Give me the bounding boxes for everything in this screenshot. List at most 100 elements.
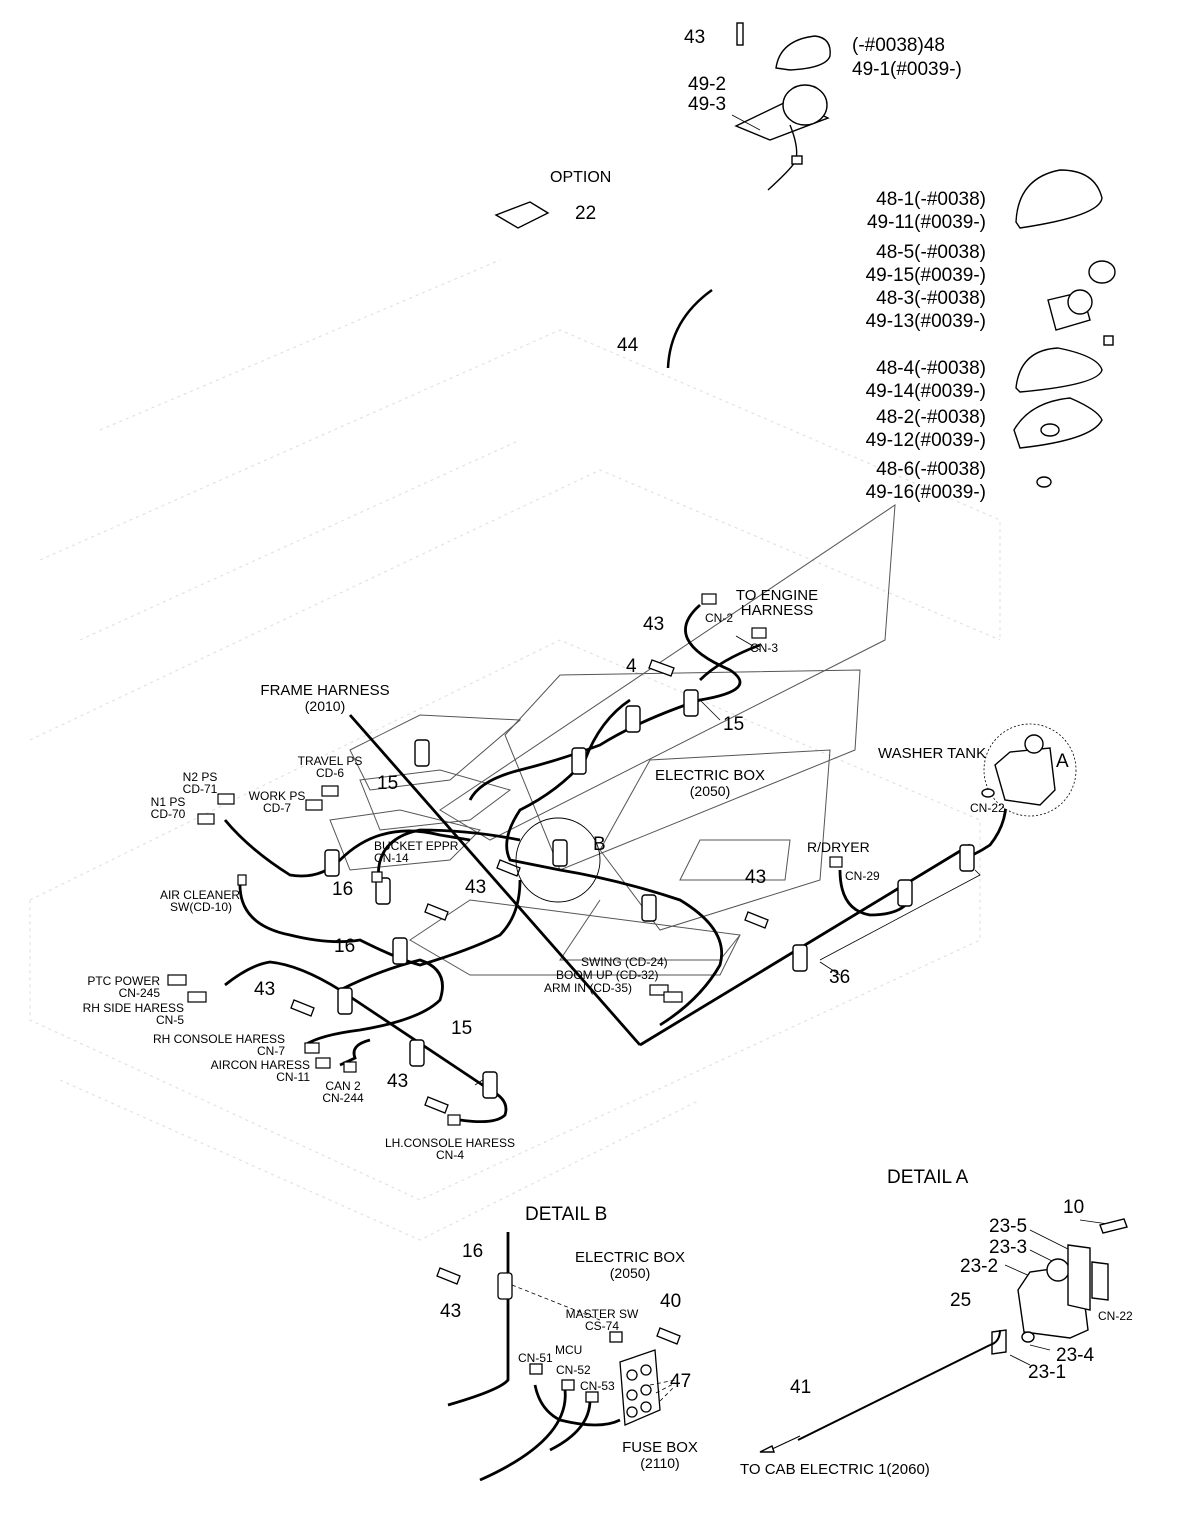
clamp-16-c: [497, 1272, 513, 1300]
connector-cn3: [751, 627, 767, 639]
clamp-36-c: [959, 844, 975, 872]
clamp-f: [409, 1039, 425, 1067]
clamp-b-detail: [552, 839, 568, 867]
callout-49-16: 49-16(#0039-): [865, 482, 986, 503]
base-48-2: [1013, 397, 1103, 449]
label-frame-code: (2010): [304, 698, 346, 714]
washer-cap: [1024, 734, 1044, 754]
label-cn51: CN-51: [518, 1351, 553, 1365]
clamp-16-a: [324, 849, 340, 877]
label-travel-ps: TRAVEL PS: [297, 754, 363, 768]
callout-48-5: 48-5(-#0038): [876, 242, 986, 263]
label-cn11: CN-11: [276, 1070, 310, 1084]
callout-23-4: 23-4: [1056, 1345, 1095, 1366]
connector-cn11: [315, 1057, 331, 1069]
connector-cd24: [649, 984, 669, 996]
callout-43-b: 43: [643, 614, 665, 635]
label-boom-up: BOOM UP (CD-32): [556, 968, 659, 982]
label-ptc-power: PTC POWER: [87, 974, 160, 988]
seal-48-5: [1088, 260, 1116, 284]
label-cn2: CN-2: [705, 611, 734, 625]
fuse-box: [619, 1349, 661, 1426]
connector-cd6: [321, 785, 339, 797]
label-bucket-eppr: BUCKET EPPR: [374, 839, 459, 853]
clamp-d: [641, 894, 657, 922]
bracket-23-5: [1067, 1244, 1091, 1311]
bolt-43-e: [290, 999, 315, 1017]
connectors: [167, 593, 843, 1126]
label-r-dryer: R/DRYER: [807, 839, 870, 855]
label-to-engine: TO ENGINE: [735, 587, 819, 604]
bolt-43-g: [436, 1267, 461, 1285]
connector-cd7: [305, 799, 323, 811]
part-23-1: [991, 1329, 1007, 1355]
connector-cd71: [217, 793, 235, 805]
frame-outline: [329, 504, 896, 976]
background-outline: [29, 259, 1001, 1241]
callout-10: 10: [1063, 1197, 1085, 1218]
callout-48-6: 48-6(-#0038): [876, 459, 986, 480]
detail-a-marker: A: [1056, 751, 1069, 772]
callout-40: 40: [660, 1291, 682, 1312]
lamp-cover-top: [775, 35, 831, 71]
connector-cn52: [561, 1379, 575, 1391]
label-electric-box-b-code: (2050): [609, 1265, 651, 1281]
callout-4: 4: [626, 656, 637, 677]
callout-41: 41: [790, 1377, 812, 1398]
detail-b-leaders: [511, 1284, 676, 1402]
callout-48-top: (-#0038)48: [852, 35, 945, 56]
connector-cn29: [829, 856, 843, 868]
callout-15-a: 15: [723, 714, 745, 735]
callout-16-b: 16: [334, 936, 356, 957]
harness-clamps: [324, 689, 975, 1099]
connector-cn7: [304, 1042, 320, 1054]
label-cn22: CN-22: [970, 801, 1005, 815]
callout-49-15: 49-15(#0039-): [865, 265, 986, 286]
bolt-43-c: [496, 859, 521, 877]
connector-cn245: [167, 974, 187, 986]
label-n2ps: N2 PS: [182, 770, 218, 784]
washer-tank: [994, 747, 1056, 806]
callout-15-b: 15: [377, 773, 399, 794]
callout-49-3: 49-3: [688, 94, 727, 115]
detail-a-title: DETAIL A: [887, 1167, 969, 1188]
callout-43-top: 43: [684, 27, 706, 48]
callout-48-1: 48-1(-#0038): [876, 189, 986, 210]
label-cn3: CN-3: [750, 641, 779, 655]
callout-23-1: 23-1: [1028, 1362, 1067, 1383]
clamp-15-b: [414, 739, 430, 767]
label-cn53: CN-53: [580, 1379, 615, 1393]
callout-48-4: 48-4(-#0038): [876, 358, 986, 379]
connector-cn14: [371, 871, 383, 883]
bolts: [290, 659, 769, 1114]
label-cs74: CS-74: [584, 1319, 619, 1333]
bracket-22: [494, 201, 550, 229]
label-washer-tank: WASHER TANK: [878, 745, 987, 762]
label-rh-side: RH SIDE HARESS: [82, 1001, 184, 1015]
connector-cn5: [187, 991, 207, 1003]
clamp-36-a: [792, 944, 808, 972]
label-fuse-box-code: (2110): [640, 1455, 680, 1471]
bolt-10: [1099, 1218, 1128, 1234]
detail-a-drawing: [759, 1218, 1128, 1453]
label-lh-console: LH.CONSOLE HARESS: [384, 1136, 516, 1150]
work-light-assembly: [494, 22, 1116, 488]
callout-48-2: 48-2(-#0038): [876, 407, 986, 428]
washer-hose-41: [797, 1344, 991, 1441]
clamp-b: [625, 705, 641, 733]
callout-49-12: 49-12(#0039-): [865, 430, 986, 451]
callout-49-1: 49-1(#0039-): [852, 59, 962, 80]
connector-cd10: [237, 874, 247, 886]
washer-tank-main: [981, 723, 1077, 817]
detail-b-parts: [436, 1267, 681, 1426]
label-can2: CAN 2: [325, 1079, 361, 1093]
harness-lines: [223, 603, 1008, 1124]
callout-44: 44: [617, 335, 639, 356]
label-cn7: CN-7: [256, 1044, 285, 1058]
callout-15-c: 15: [451, 1018, 473, 1039]
detail-b-marker: B: [593, 834, 606, 855]
callout-25: 25: [950, 1290, 972, 1311]
bolt-4: [648, 659, 675, 677]
callout-23-2: 23-2: [960, 1256, 999, 1277]
